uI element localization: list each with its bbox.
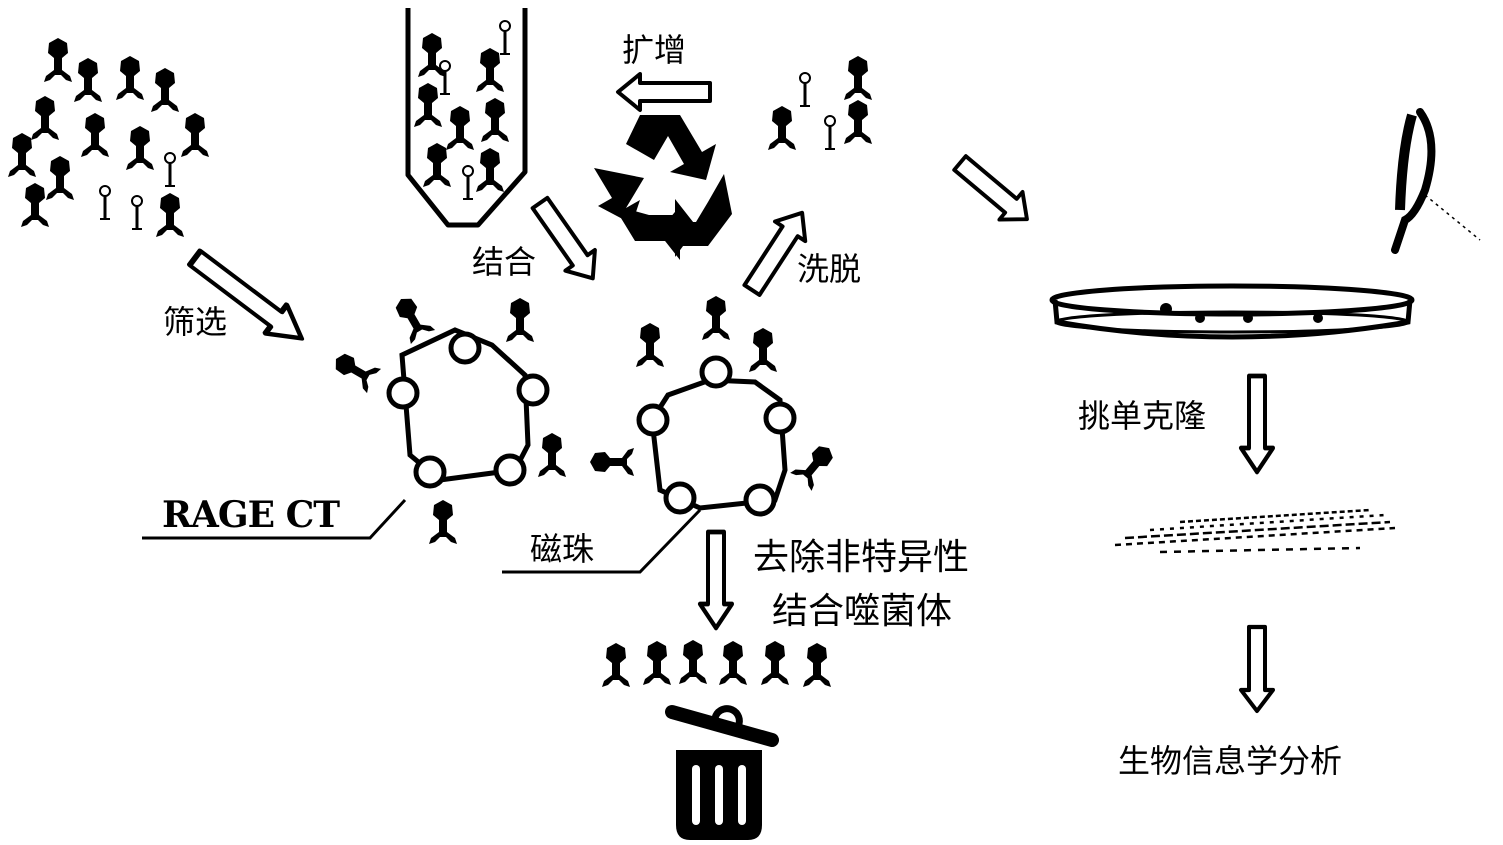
pick-clone-arrow <box>1241 376 1273 472</box>
bead-complex-2 <box>590 296 840 517</box>
recycle-icon <box>594 115 732 260</box>
clone-array <box>1114 508 1396 554</box>
amplification-label: 扩增 <box>622 31 687 69</box>
tube <box>405 8 528 228</box>
amplification-arrow <box>616 72 712 112</box>
phage-library <box>8 38 209 237</box>
remove-label-line1: 去除非特异性 <box>753 537 970 578</box>
remove-arrow <box>700 532 732 628</box>
beads-label: 磁珠 <box>530 530 595 568</box>
inoculation-loop-icon <box>1391 108 1481 254</box>
petri-dish <box>1049 283 1415 340</box>
to-plate-arrow <box>946 147 1041 235</box>
rage-ct-leader-line <box>142 498 407 540</box>
bioinformatics-label: 生物信息学分析 <box>1118 742 1343 780</box>
binding-label: 结合 <box>472 243 537 281</box>
trash-icon <box>665 705 779 840</box>
screening-label: 筛选 <box>163 303 228 341</box>
remove-label-line2: 结合噬菌体 <box>772 591 953 632</box>
rage-ct-label: RAGE CT <box>162 494 340 536</box>
eluted-phages <box>768 56 872 151</box>
analysis-arrow <box>1241 627 1273 711</box>
bead-complex-1 <box>328 291 566 544</box>
discarded-phages <box>602 640 831 687</box>
beads-leader-line <box>502 508 702 574</box>
elution-label: 洗脱 <box>797 250 862 288</box>
pick-clone-label: 挑单克隆 <box>1078 397 1207 435</box>
binding-arrow <box>523 190 610 291</box>
